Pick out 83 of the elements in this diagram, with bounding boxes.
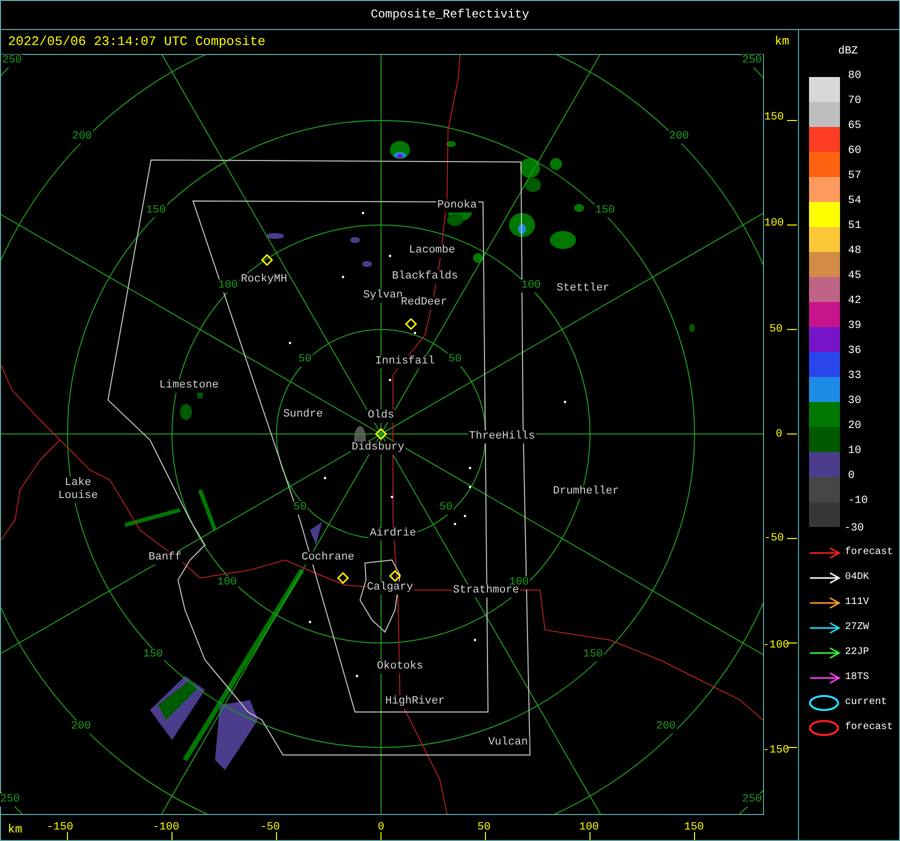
- place-label: HighRiver: [384, 696, 446, 708]
- range-ring-label: 150: [594, 204, 616, 218]
- range-ring-label: 50: [447, 354, 463, 366]
- chart-title: Composite_Reflectivity: [370, 8, 530, 22]
- axis-unit-label: km: [8, 824, 22, 836]
- legend-label: 18TS: [845, 671, 870, 684]
- scale-value-label: 42: [848, 295, 862, 308]
- scale-value-label: 45: [848, 270, 862, 283]
- axis-tick-label: -150: [46, 822, 74, 834]
- range-ring-label: 100: [520, 280, 542, 292]
- range-ring-label: 150: [582, 648, 604, 662]
- place-label: RockyMH: [240, 274, 288, 286]
- range-ring-label: 50: [438, 502, 454, 514]
- range-ring-label: 150: [142, 648, 164, 662]
- axis-tick-label: 0: [378, 822, 384, 834]
- place-label: Strathmore: [452, 584, 520, 598]
- legend-label: forecast: [845, 546, 894, 559]
- scale-value-label: 33: [848, 370, 862, 383]
- legend-label: 04DK: [845, 571, 870, 584]
- range-ring-label: 100: [216, 576, 238, 590]
- scale-value-label: 80: [848, 70, 862, 83]
- legend-label: 27ZW: [845, 621, 870, 634]
- legend-label: forecast: [845, 721, 894, 734]
- place-label: RedDeer: [400, 296, 448, 310]
- axis-tick-label: 150: [684, 822, 704, 834]
- axis-tick-label: -100: [762, 640, 790, 652]
- range-ring-label: 200: [655, 720, 677, 734]
- place-label: Airdrie: [368, 528, 418, 540]
- axis-tick-label: 100: [764, 218, 784, 230]
- place-label: Olds: [366, 410, 396, 422]
- axis-tick-label: -150: [762, 744, 790, 758]
- place-label: Drumheller: [552, 486, 620, 498]
- place-label: Blackfalds: [391, 270, 459, 284]
- place-label: ThreeHills: [468, 430, 536, 444]
- scale-value-label: 36: [848, 345, 862, 358]
- range-ring-label: 50: [292, 502, 308, 514]
- axis-tick-label: 50: [769, 324, 783, 336]
- range-ring-label: 250: [1, 54, 23, 68]
- range-ring-label: 200: [70, 720, 92, 734]
- scale-value-label: 57: [848, 170, 862, 183]
- legend-label: current: [845, 696, 888, 709]
- legend-label: 22JP: [845, 646, 870, 659]
- range-ring-label: 100: [217, 280, 239, 292]
- axis-tick-label: 50: [477, 822, 491, 834]
- scale-value-label: -30: [844, 522, 864, 536]
- range-ring-label: 50: [297, 354, 313, 366]
- axis-tick-label: -50: [260, 822, 280, 834]
- range-ring-label: 250: [741, 54, 763, 68]
- scale-value-label: 10: [848, 445, 862, 458]
- scale-value-label: 0: [848, 470, 855, 483]
- scale-value-label: 20: [848, 420, 862, 433]
- scale-value-label: 39: [848, 320, 862, 333]
- range-ring-label: 200: [71, 130, 93, 144]
- scale-value-label: 48: [848, 245, 862, 258]
- place-label: Ponoka: [436, 200, 478, 212]
- axis-tick-label: -100: [152, 822, 180, 834]
- range-ring-label: 150: [145, 204, 167, 218]
- place-label: Innisfail: [374, 356, 436, 368]
- axis-unit-label: km: [774, 36, 790, 48]
- range-ring-label: 250: [0, 794, 21, 806]
- place-label: Lacombe: [408, 244, 456, 258]
- legend-label: 111V: [845, 596, 870, 609]
- scale-value-label: 51: [848, 220, 862, 233]
- timestamp-label: 2022/05/06 23:14:07 UTC Composite: [8, 35, 266, 48]
- axis-tick-label: 100: [579, 822, 599, 834]
- place-label: Didsbury: [350, 442, 406, 454]
- scale-value-label: 70: [848, 95, 862, 108]
- place-label: Banff: [148, 552, 182, 564]
- legend-heading: dBZ: [838, 46, 858, 58]
- scale-value-label: 65: [848, 120, 862, 133]
- range-ring-label: 250: [741, 794, 763, 806]
- place-label: Okotoks: [376, 660, 424, 674]
- axis-tick-label: -50: [764, 532, 784, 546]
- scale-value-label: 54: [848, 195, 862, 208]
- scale-value-label: 60: [848, 145, 862, 158]
- range-ring-label: 200: [668, 130, 690, 144]
- scale-value-label: 30: [848, 395, 862, 408]
- place-label: Limestone: [158, 380, 220, 392]
- scale-value-label: -10: [848, 495, 868, 508]
- place-label: Cochrane: [300, 552, 356, 564]
- place-label: Calgary: [366, 582, 414, 594]
- axis-tick-label: 150: [764, 112, 784, 124]
- axis-tick-label: 0: [776, 428, 782, 442]
